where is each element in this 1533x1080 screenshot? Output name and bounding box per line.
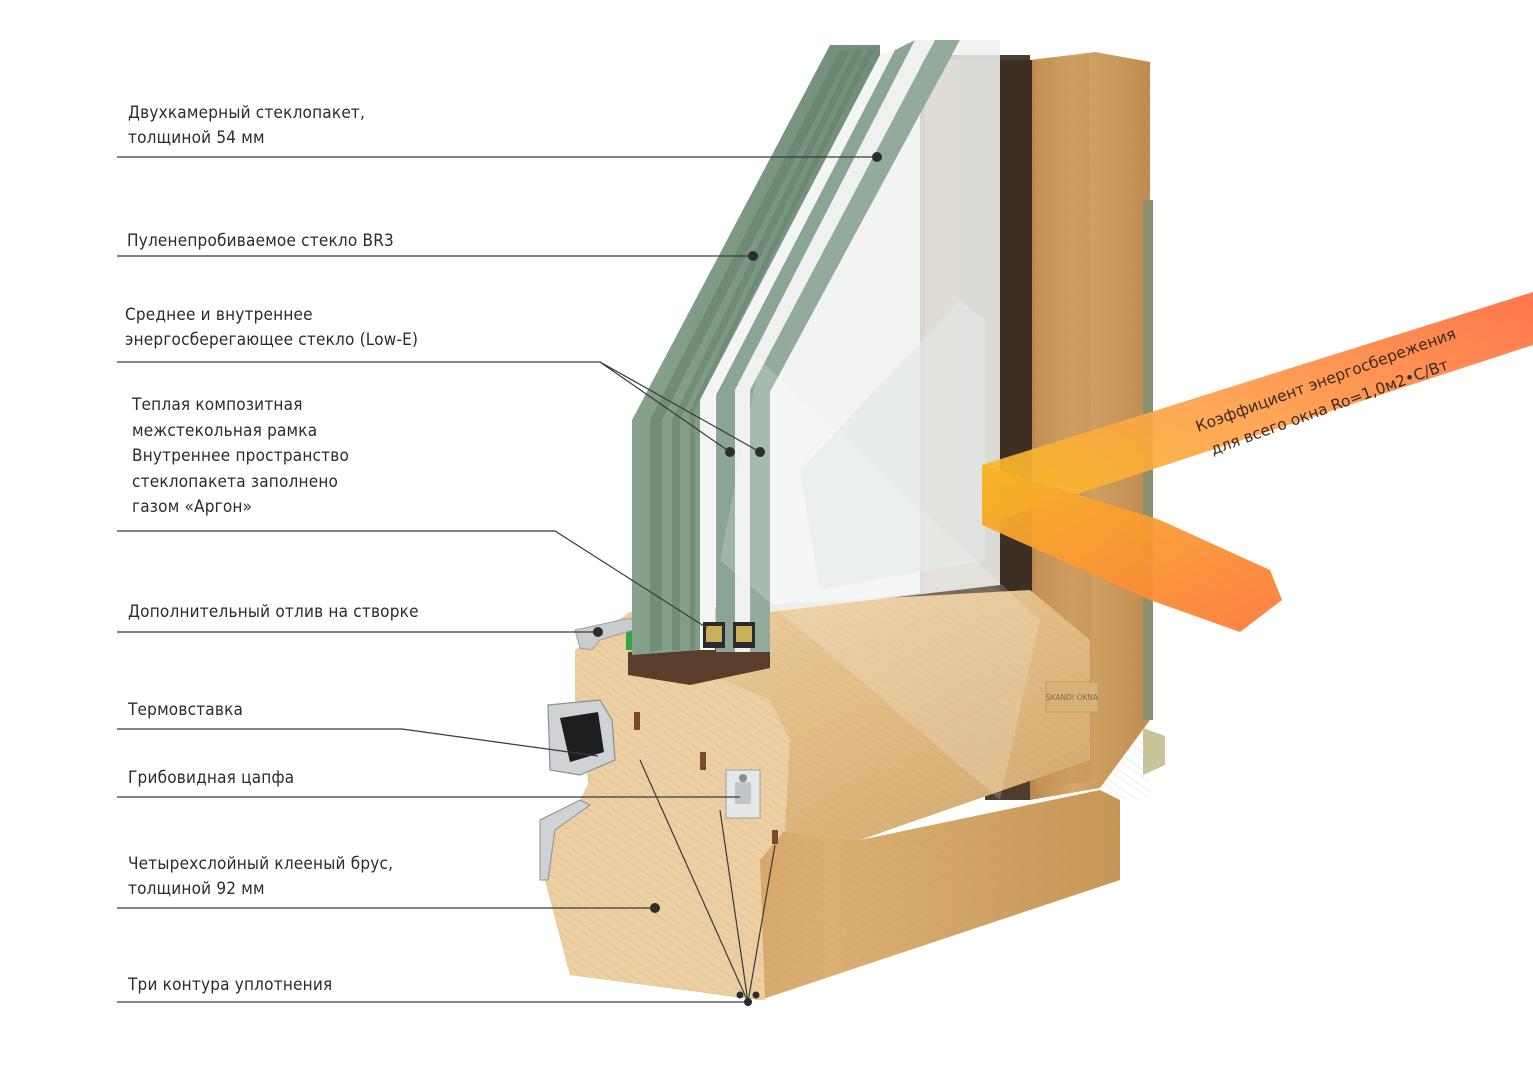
label-thermal-insert-line-1: Термовставка [128, 700, 244, 720]
label-spacer-line-4: стеклопакета заполнено [132, 471, 339, 492]
label-spacer: Теплая композитная межстекольная рамка В… [132, 393, 349, 521]
frame-aluminium-clad [539, 799, 591, 881]
label-laminated-beam-line-1: Четырехслойный клееный брус, [128, 854, 394, 874]
glass-unit [632, 40, 1000, 655]
label-spacer-line-5: газом «Аргон» [132, 497, 253, 517]
label-spacer-line-1: Теплая композитная [132, 395, 303, 415]
label-drip: Дополнительный отлив на створке [128, 600, 419, 625]
label-laminated-beam: Четырехслойный клееный брус, толщиной 92… [128, 852, 393, 902]
callout-line-thermal-insert [117, 728, 599, 757]
outer-pane [632, 45, 880, 655]
label-mushroom-pin-line-1: Грибовидная цапфа [128, 768, 295, 788]
label-bulletproof-line-1: Пуленепробиваемое стекло BR3 [127, 231, 394, 251]
label-laminated-beam-line-2: толщиной 92 мм [128, 879, 265, 899]
label-low-e-line-2: энергосберегающее стекло (Low-E) [125, 330, 419, 350]
brand-badge-text: SKANDI OKNA [1046, 693, 1099, 702]
brand-badge: SKANDI OKNA [1045, 681, 1099, 713]
window-model: SKANDI OKNA [539, 40, 1165, 1000]
label-low-e-line-1: Среднее и внутреннее [125, 305, 313, 325]
label-spacer-line-2: межстекольная рамка [132, 420, 318, 441]
label-drip-line-1: Дополнительный отлив на створке [128, 602, 419, 622]
label-glass-unit: Двухкамерный стеклопакет, толщиной 54 мм [128, 101, 365, 151]
label-thermal-insert: Термовставка [128, 698, 243, 723]
hinge [1143, 728, 1165, 775]
label-glass-unit-line-1: Двухкамерный стеклопакет, [128, 103, 366, 123]
middle-pane [716, 40, 915, 652]
callout-line-spacer [117, 530, 708, 629]
label-spacer-line-3: Внутреннее пространство [132, 446, 350, 466]
label-seals: Три контура уплотнения [128, 973, 332, 998]
label-glass-unit-line-2: толщиной 54 мм [128, 128, 265, 148]
label-bulletproof: Пуленепробиваемое стекло BR3 [127, 229, 394, 254]
label-seals-line-1: Три контура уплотнения [128, 975, 333, 995]
energy-arrow-lower [982, 465, 1282, 632]
energy-arrow-upper [982, 292, 1533, 525]
callout-lines [117, 152, 882, 1006]
mushroom-pin-part [725, 769, 761, 819]
label-low-e: Среднее и внутреннее энергосберегающее с… [125, 303, 418, 353]
inner-pane [750, 40, 960, 652]
aluminium-drip [574, 617, 641, 651]
label-mushroom-pin: Грибовидная цапфа [128, 766, 294, 791]
